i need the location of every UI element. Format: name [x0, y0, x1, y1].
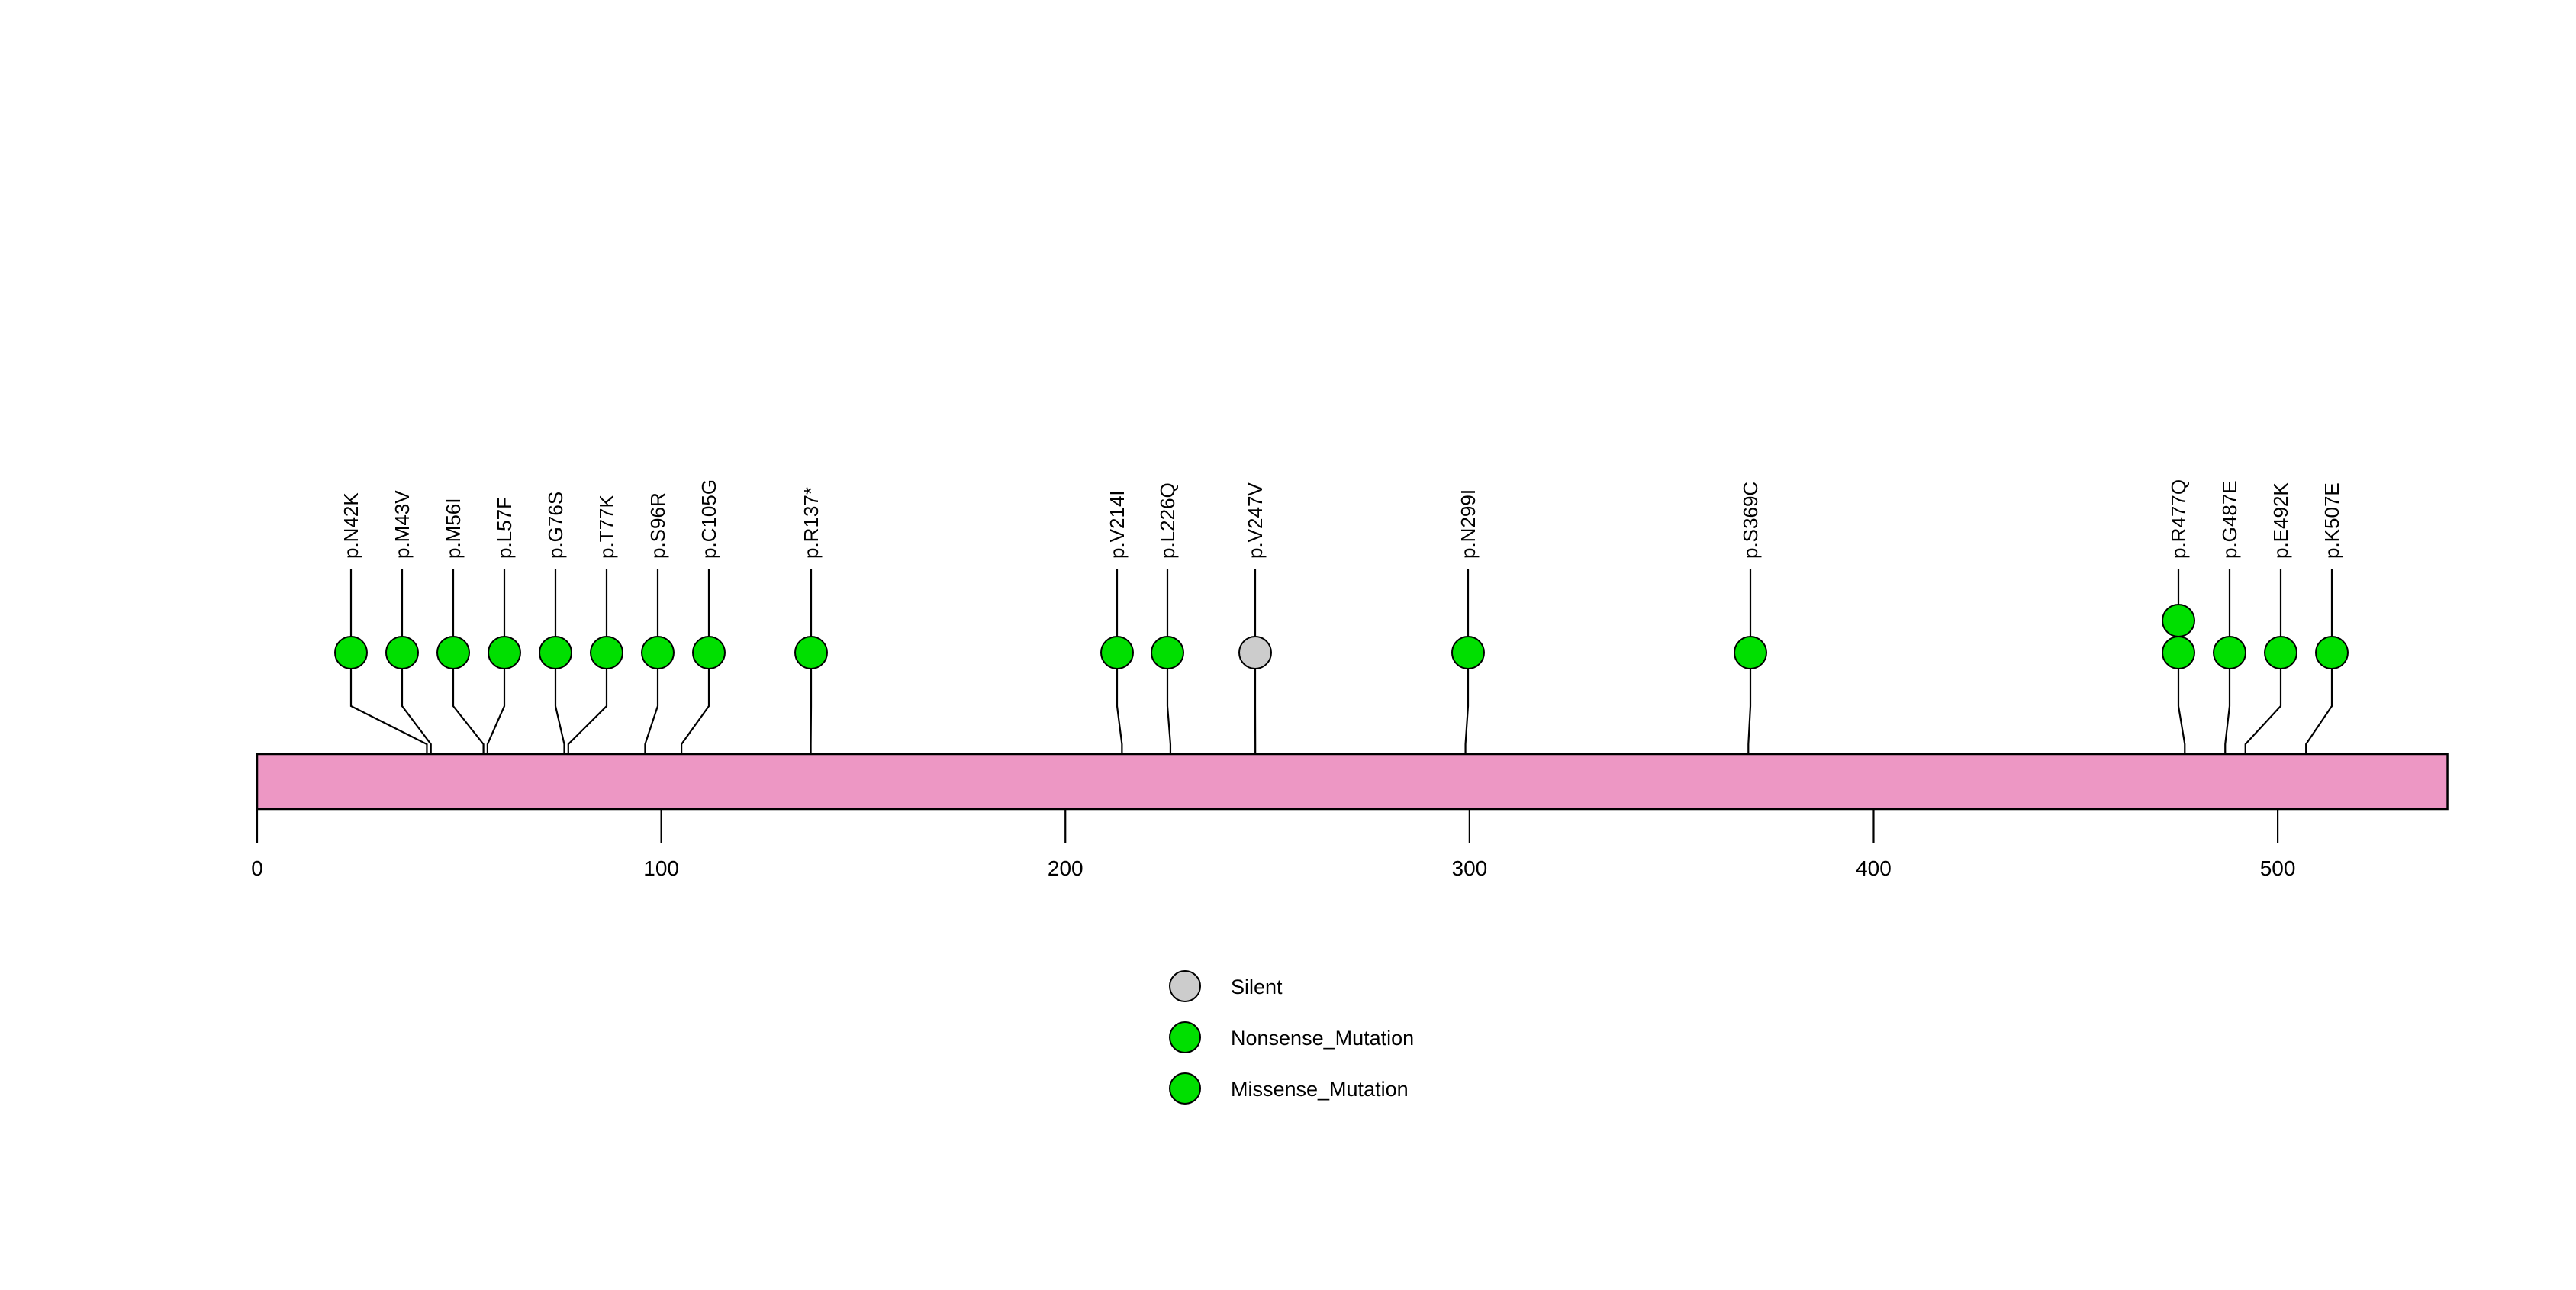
- x-axis-layer: 0 100 200 300 400 500: [251, 809, 2295, 880]
- lollipop-dot[interactable]: [641, 636, 675, 669]
- lollipop-dot[interactable]: [2162, 636, 2195, 669]
- legend-label: Nonsense_Mutation: [1231, 1027, 1414, 1050]
- legend-swatch: [1169, 1021, 1201, 1053]
- mutation-label: p.S369C: [1739, 482, 1762, 559]
- lollipop-dot[interactable]: [692, 636, 726, 669]
- lollipop-dot[interactable]: [1100, 636, 1134, 669]
- x-axis-tick-label: 100: [643, 856, 679, 880]
- lollipop-dot[interactable]: [1734, 636, 1767, 669]
- mutation-label: p.N42K: [340, 492, 362, 559]
- x-axis-tick-label: 200: [1048, 856, 1084, 880]
- x-axis-tick-label: 500: [2260, 856, 2296, 880]
- mutation-label: p.M56I: [442, 498, 465, 560]
- lollipop-dot[interactable]: [1151, 636, 1184, 669]
- protein-backbone-bar: [256, 753, 2449, 811]
- lollipop-dot[interactable]: [539, 636, 572, 669]
- lollipop-dot[interactable]: [1451, 636, 1485, 669]
- lollipop-dot[interactable]: [436, 636, 470, 669]
- mutation-label: p.N299I: [1457, 489, 1480, 559]
- x-axis-tick-label: 0: [251, 856, 263, 880]
- mutation-label: p.M43V: [391, 490, 414, 559]
- mutation-label: p.G76S: [544, 492, 567, 559]
- x-axis-tick-label: 400: [1856, 856, 1892, 880]
- mutation-label: p.L57F: [493, 497, 516, 559]
- lollipop-dot[interactable]: [2315, 636, 2349, 669]
- mutation-label: p.V214I: [1106, 490, 1129, 559]
- lollipop-dot[interactable]: [385, 636, 419, 669]
- mutation-label: p.V247V: [1244, 482, 1267, 559]
- mutation-label: p.R477Q: [2167, 479, 2190, 559]
- mutation-label: p.T77K: [595, 495, 618, 559]
- mutation-label: p.S96R: [646, 492, 669, 559]
- mutation-label: p.K507E: [2320, 482, 2343, 559]
- lollipop-dot[interactable]: [590, 636, 623, 669]
- mutation-label: p.E492K: [2269, 482, 2292, 559]
- lollipop-dot[interactable]: [488, 636, 521, 669]
- mutation-label: p.C105G: [697, 479, 720, 559]
- x-axis-tick-label: 300: [1452, 856, 1488, 880]
- protein-bar-layer: [256, 753, 2449, 811]
- legend-swatch: [1169, 1072, 1201, 1105]
- legend-label: Missense_Mutation: [1231, 1078, 1409, 1101]
- mutation-label: p.R137*: [800, 487, 823, 559]
- lollipop-dot[interactable]: [2213, 636, 2246, 669]
- lollipop-dot[interactable]: [794, 636, 828, 669]
- lollipop-dot[interactable]: [334, 636, 368, 669]
- mutation-label: p.L226Q: [1156, 482, 1179, 559]
- mutation-labels-layer: p.N42K p.M43V p.M56I p.L57F p.G76S p.T77K p.S9…: [340, 479, 2343, 559]
- legend-label: Silent: [1231, 976, 1283, 998]
- mutation-label: p.G487E: [2218, 480, 2241, 559]
- lollipop-dot[interactable]: [1238, 636, 1272, 669]
- lollipop-dot[interactable]: [2264, 636, 2297, 669]
- lollipop-dots-layer: [334, 604, 2349, 669]
- legend-swatch: [1169, 970, 1201, 1002]
- lollipop-dot[interactable]: [2162, 604, 2195, 637]
